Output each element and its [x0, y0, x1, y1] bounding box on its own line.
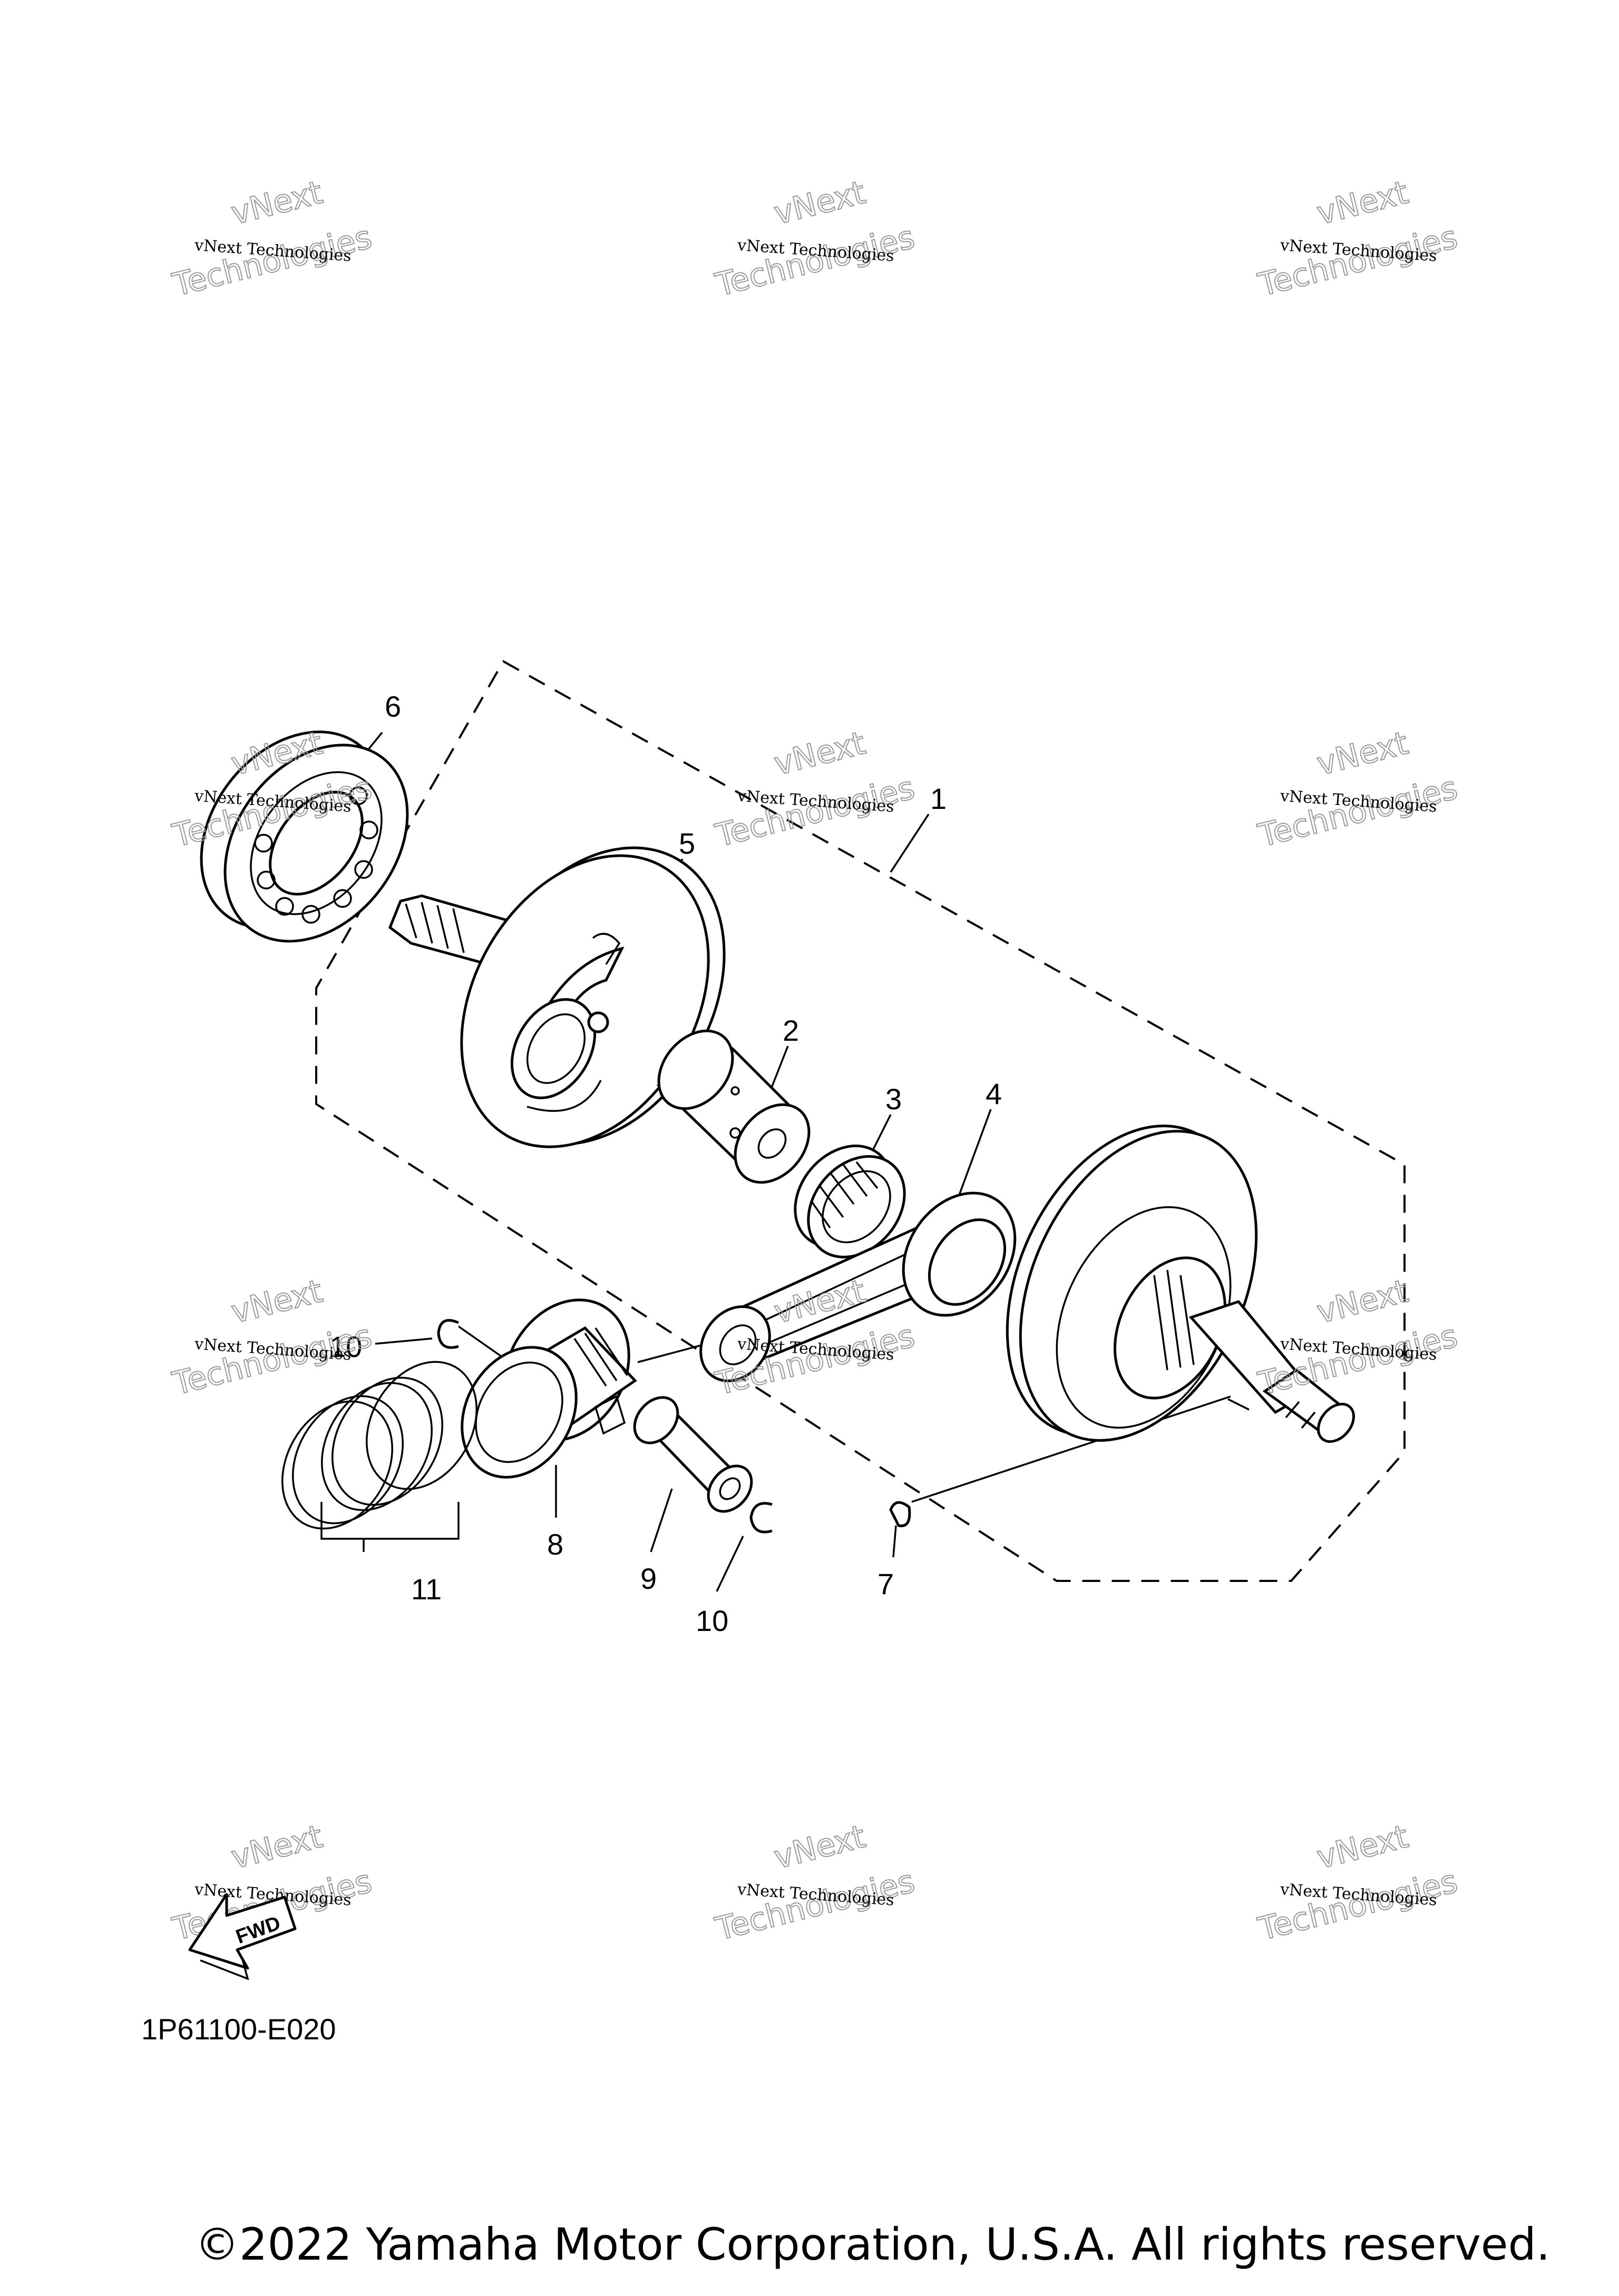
callout-labels: 1 2 3 4 5 6 7 8 9 10 10 11 — [329, 690, 1002, 1637]
svg-text:vNext: vNext — [228, 1818, 326, 1876]
callout-10-lower: 10 — [696, 1604, 728, 1637]
watermark-6: vNext Technologies vNext Technologies — [1254, 724, 1461, 855]
circlip-part-10-lower — [749, 1502, 773, 1533]
svg-text:vNext: vNext — [771, 174, 869, 232]
svg-text:vNext: vNext — [1313, 174, 1412, 232]
svg-text:vNext: vNext — [771, 1818, 869, 1876]
watermark-7: vNext Technologies vNext Technologies — [168, 1272, 376, 1403]
watermark-12: vNext Technologies vNext Technologies — [1254, 1818, 1461, 1948]
svg-text:vNext: vNext — [1313, 725, 1412, 783]
callout-8: 8 — [547, 1528, 563, 1561]
piston-pin-part-9 — [633, 1396, 753, 1513]
leader-4 — [953, 1109, 992, 1210]
leader-7 — [892, 1525, 897, 1558]
callout-4: 4 — [986, 1077, 1002, 1110]
watermark-3: vNext Technologies vNext Technologies — [1254, 173, 1461, 304]
callout-10-upper: 10 — [329, 1330, 362, 1363]
callout-1: 1 — [930, 782, 947, 815]
needle-bearing-part-3 — [794, 1145, 906, 1258]
leader-10b — [716, 1536, 744, 1592]
circlip-to-piston-line — [452, 1322, 507, 1361]
svg-text:vNext: vNext — [228, 174, 326, 232]
piston-rings-part-11 — [281, 1361, 477, 1530]
callout-2: 2 — [783, 1014, 799, 1047]
svg-text:vNext: vNext — [228, 1273, 326, 1331]
leader-9 — [650, 1488, 673, 1552]
svg-text:vNext: vNext — [1313, 1818, 1412, 1876]
callout-9: 9 — [640, 1562, 657, 1595]
leader-10a — [375, 1337, 433, 1345]
watermark-1: vNext Technologies vNext Technologies — [168, 173, 376, 304]
leader-1 — [890, 814, 930, 873]
copyright-notice: ©2022 Yamaha Motor Corporation, U.S.A. A… — [195, 2219, 1550, 2270]
bearing-part-6 — [200, 730, 409, 943]
callout-6: 6 — [385, 690, 401, 723]
watermark-2: vNext Technologies vNext Technologies — [711, 173, 919, 304]
circlip-part-10-upper — [437, 1319, 459, 1349]
watermarks: vNext Technologies vNext Technologies vN… — [168, 173, 1461, 1948]
fwd-arrow-icon: FWD — [188, 1893, 297, 1980]
crank-pin-part-2 — [656, 1029, 811, 1184]
leader-11 — [320, 1502, 460, 1552]
diagram-code: 1P61100-E020 — [141, 2012, 336, 2046]
svg-text:vNext: vNext — [771, 725, 869, 783]
callout-11: 11 — [411, 1572, 442, 1606]
piston-part-8 — [461, 1298, 637, 1479]
crank-right-half — [1006, 1125, 1355, 1443]
woodruff-key-part-7 — [889, 1501, 911, 1528]
connecting-rod-part-4 — [699, 1191, 1017, 1382]
callout-5: 5 — [679, 827, 695, 860]
svg-text:vNext: vNext — [1313, 1273, 1412, 1331]
watermark-11: vNext Technologies vNext Technologies — [711, 1818, 919, 1948]
key-to-shaft-line — [911, 1395, 1231, 1503]
callout-3: 3 — [885, 1082, 902, 1116]
watermark-9: vNext Technologies vNext Technologies — [1254, 1272, 1461, 1403]
crankshaft-assembly-boundary — [315, 660, 1406, 1582]
callout-7: 7 — [877, 1567, 894, 1600]
